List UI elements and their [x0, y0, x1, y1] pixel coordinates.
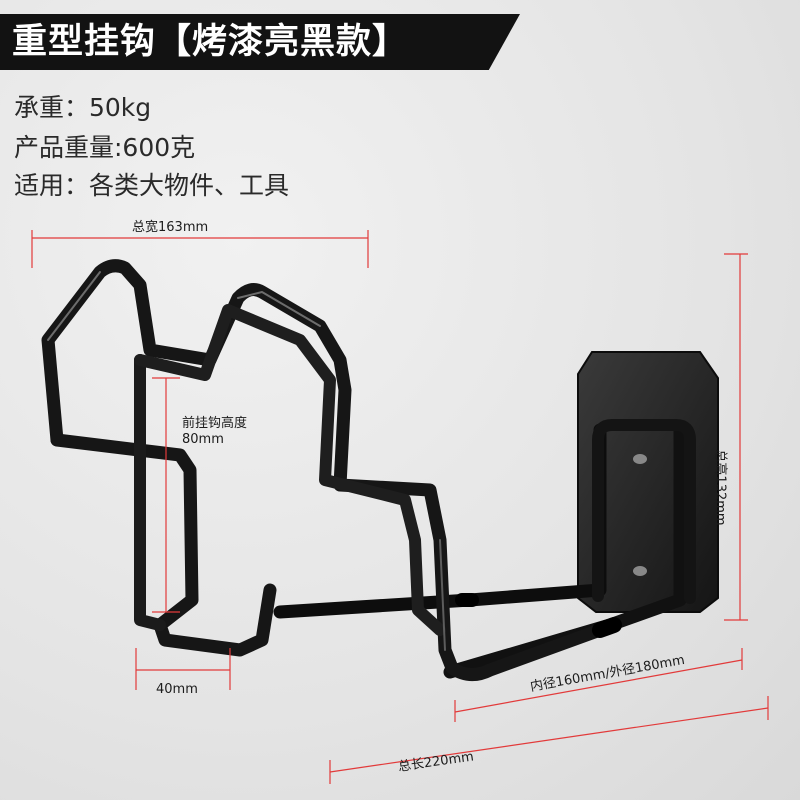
dimension-hook-width: 40mm: [156, 682, 198, 697]
spec-product-weight: 产品重量:600克: [14, 133, 196, 162]
title-banner: [0, 14, 520, 70]
dimension-front-hook-height-label: 前挂钩高度: [182, 416, 248, 431]
screw-hole-icon: [633, 566, 647, 576]
dimension-front-hook-height-value: 80mm: [182, 432, 224, 447]
spec-application: 适用：各类大物件、工具: [14, 171, 290, 200]
spec-load-capacity: 承重：50kg: [14, 93, 152, 122]
product-title: 重型挂钩【烤漆亮黑款】: [12, 22, 409, 62]
dimension-total-width: 总宽163mm: [132, 220, 209, 235]
dimension-lines: [31, 230, 769, 784]
screw-hole-icon: [633, 454, 647, 464]
dimension-total-height: 总高132mm: [712, 449, 728, 526]
hook-frame: [41, 259, 696, 681]
